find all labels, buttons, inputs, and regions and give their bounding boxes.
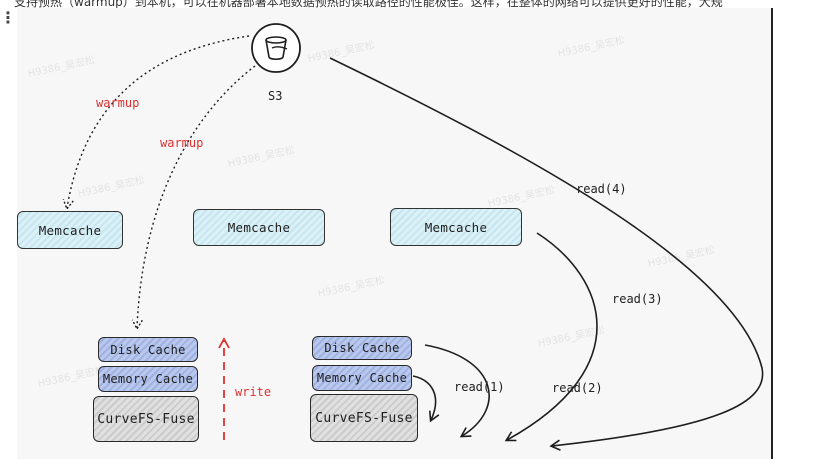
warmup-arrow-to-disk-cache bbox=[131, 65, 256, 331]
s3-bucket-icon bbox=[251, 23, 301, 73]
read-4-label: read(4) bbox=[576, 182, 627, 196]
more-options-icon[interactable]: ⋮ bbox=[0, 8, 16, 27]
memcache-box-2: Memcache bbox=[193, 209, 325, 246]
memcache-box-1: Memcache bbox=[17, 211, 123, 249]
document-top-line: 支持预热（warmup）到本机，可以在机器部署本地数据预热的读取路径的性能极佳。… bbox=[0, 0, 821, 8]
right-memory-cache-box: Memory Cache bbox=[312, 365, 412, 391]
warmup-label-2: warmup bbox=[160, 136, 204, 150]
warmup-arrow-to-memcache bbox=[62, 35, 250, 211]
write-label: write bbox=[235, 385, 272, 399]
read-2-label: read(2) bbox=[552, 381, 603, 395]
memcache-box-3: Memcache bbox=[390, 208, 522, 246]
s3-label: S3 bbox=[268, 89, 283, 103]
warmup-label-1: warmup bbox=[96, 96, 140, 110]
read-1-label: read(1) bbox=[454, 380, 505, 394]
left-curvefs-fuse-box: CurveFS-Fuse bbox=[93, 396, 199, 442]
read-1-arrow bbox=[412, 375, 440, 423]
left-disk-cache-box: Disk Cache bbox=[98, 337, 198, 362]
diagram-canvas: H9386_吴宏松 H9386_吴宏松 H9386_吴宏松 H9386_吴宏松 … bbox=[17, 8, 773, 459]
read-3-label: read(3) bbox=[612, 292, 663, 306]
diagram-arrows bbox=[62, 35, 764, 451]
s3-node bbox=[250, 22, 302, 74]
right-curvefs-fuse-box: CurveFS-Fuse bbox=[310, 394, 418, 442]
read-3-arrow bbox=[504, 232, 598, 442]
right-disk-cache-box: Disk Cache bbox=[312, 336, 412, 360]
left-memory-cache-box: Memory Cache bbox=[98, 366, 198, 392]
document-text: 支持预热（warmup）到本机，可以在机器部署本地数据预热的读取路径的性能极佳。… bbox=[14, 0, 723, 8]
read-4-arrow bbox=[329, 57, 764, 451]
read-2-arrow bbox=[424, 344, 490, 438]
